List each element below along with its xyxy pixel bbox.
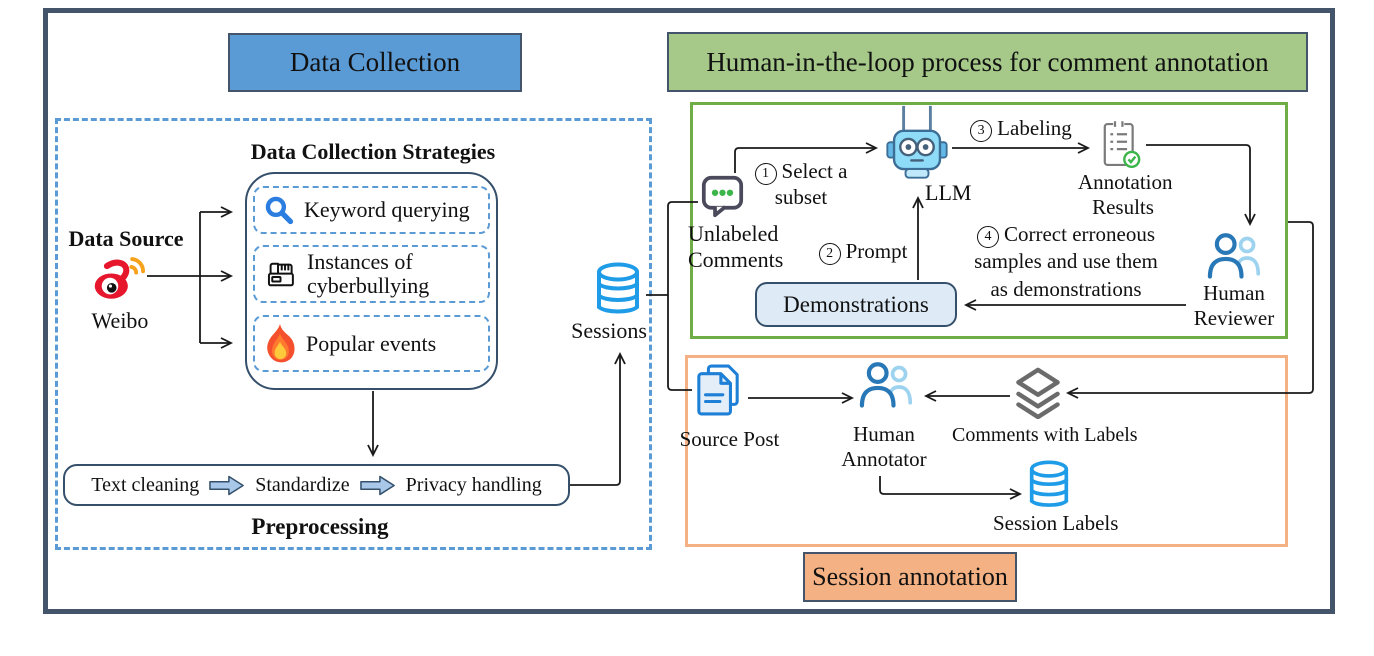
human-reviewer-icon (1206, 232, 1264, 284)
demonstrations-label: Demonstrations (783, 291, 929, 317)
step4-number: 4 (976, 226, 999, 248)
comments-stack-icon (1014, 367, 1062, 419)
strategy-label: Keyword querying (304, 197, 470, 222)
strategy-keyword-querying: Keyword querying (253, 186, 490, 234)
source-post-label: Source Post (679, 427, 780, 451)
sessions-database-icon (594, 262, 642, 318)
prep-step-standardize: Standardize (255, 473, 350, 496)
step1-number: 1 (754, 163, 777, 185)
sessions-label: Sessions (571, 318, 647, 343)
strategy-label: Popular events (306, 330, 437, 356)
demonstrations-box: Demonstrations (755, 282, 957, 327)
human-annotator-label: Human Annotator (841, 422, 927, 471)
weibo-icon (93, 252, 147, 301)
session-annotation-header: Session annotation (803, 552, 1017, 602)
strategy-label: Instances of cyberbullying (307, 248, 430, 298)
unlabeled-comments-label: Unlabeled Comments (688, 221, 784, 272)
session-labels-database-icon (1028, 460, 1070, 511)
annotation-results-label: Annotation Results (1078, 170, 1173, 219)
human-reviewer-label: Human Reviewer (1193, 281, 1275, 330)
strategy-cyberbullying: Instances of cyberbullying (253, 245, 490, 303)
comments-with-labels-label: Comments with Labels (952, 424, 1138, 446)
archive-box-icon (264, 258, 297, 291)
strategies-title: Data Collection Strategies (250, 139, 496, 164)
fire-icon (264, 323, 296, 364)
comment-bubble-icon (701, 175, 744, 218)
outer-frame (43, 8, 1335, 614)
prep-step-text-cleaning: Text cleaning (91, 473, 200, 496)
block-arrow-icon (359, 474, 396, 497)
session-labels-label: Session Labels (993, 511, 1119, 535)
preprocessing-label: Preprocessing (251, 514, 389, 539)
data-source-title: Data Source (68, 226, 184, 251)
session-annotation-header-label: Session annotation (812, 562, 1008, 591)
block-arrow-icon (209, 474, 245, 497)
preprocessing-box: Text cleaning Standardize Privacy handli… (63, 464, 570, 506)
llm-robot-icon (886, 104, 948, 192)
human-annotator-icon (858, 361, 916, 413)
data-collection-header: Data Collection (228, 33, 522, 92)
magnifier-icon (264, 195, 294, 225)
weibo-label: Weibo (91, 308, 149, 333)
step2-number: 2 (818, 243, 841, 265)
prep-step-privacy-handling: Privacy handling (405, 473, 542, 496)
data-collection-header-label: Data Collection (289, 47, 461, 77)
strategy-popular-events: Popular events (253, 315, 490, 372)
hitl-header-label: Human-in-the-loop process for comment an… (706, 46, 1269, 77)
step3-number: 3 (970, 120, 993, 142)
llm-label: LLM (925, 180, 972, 205)
source-post-icon (695, 363, 741, 417)
hitl-header: Human-in-the-loop process for comment an… (667, 32, 1308, 92)
annotation-results-icon (1102, 119, 1141, 170)
